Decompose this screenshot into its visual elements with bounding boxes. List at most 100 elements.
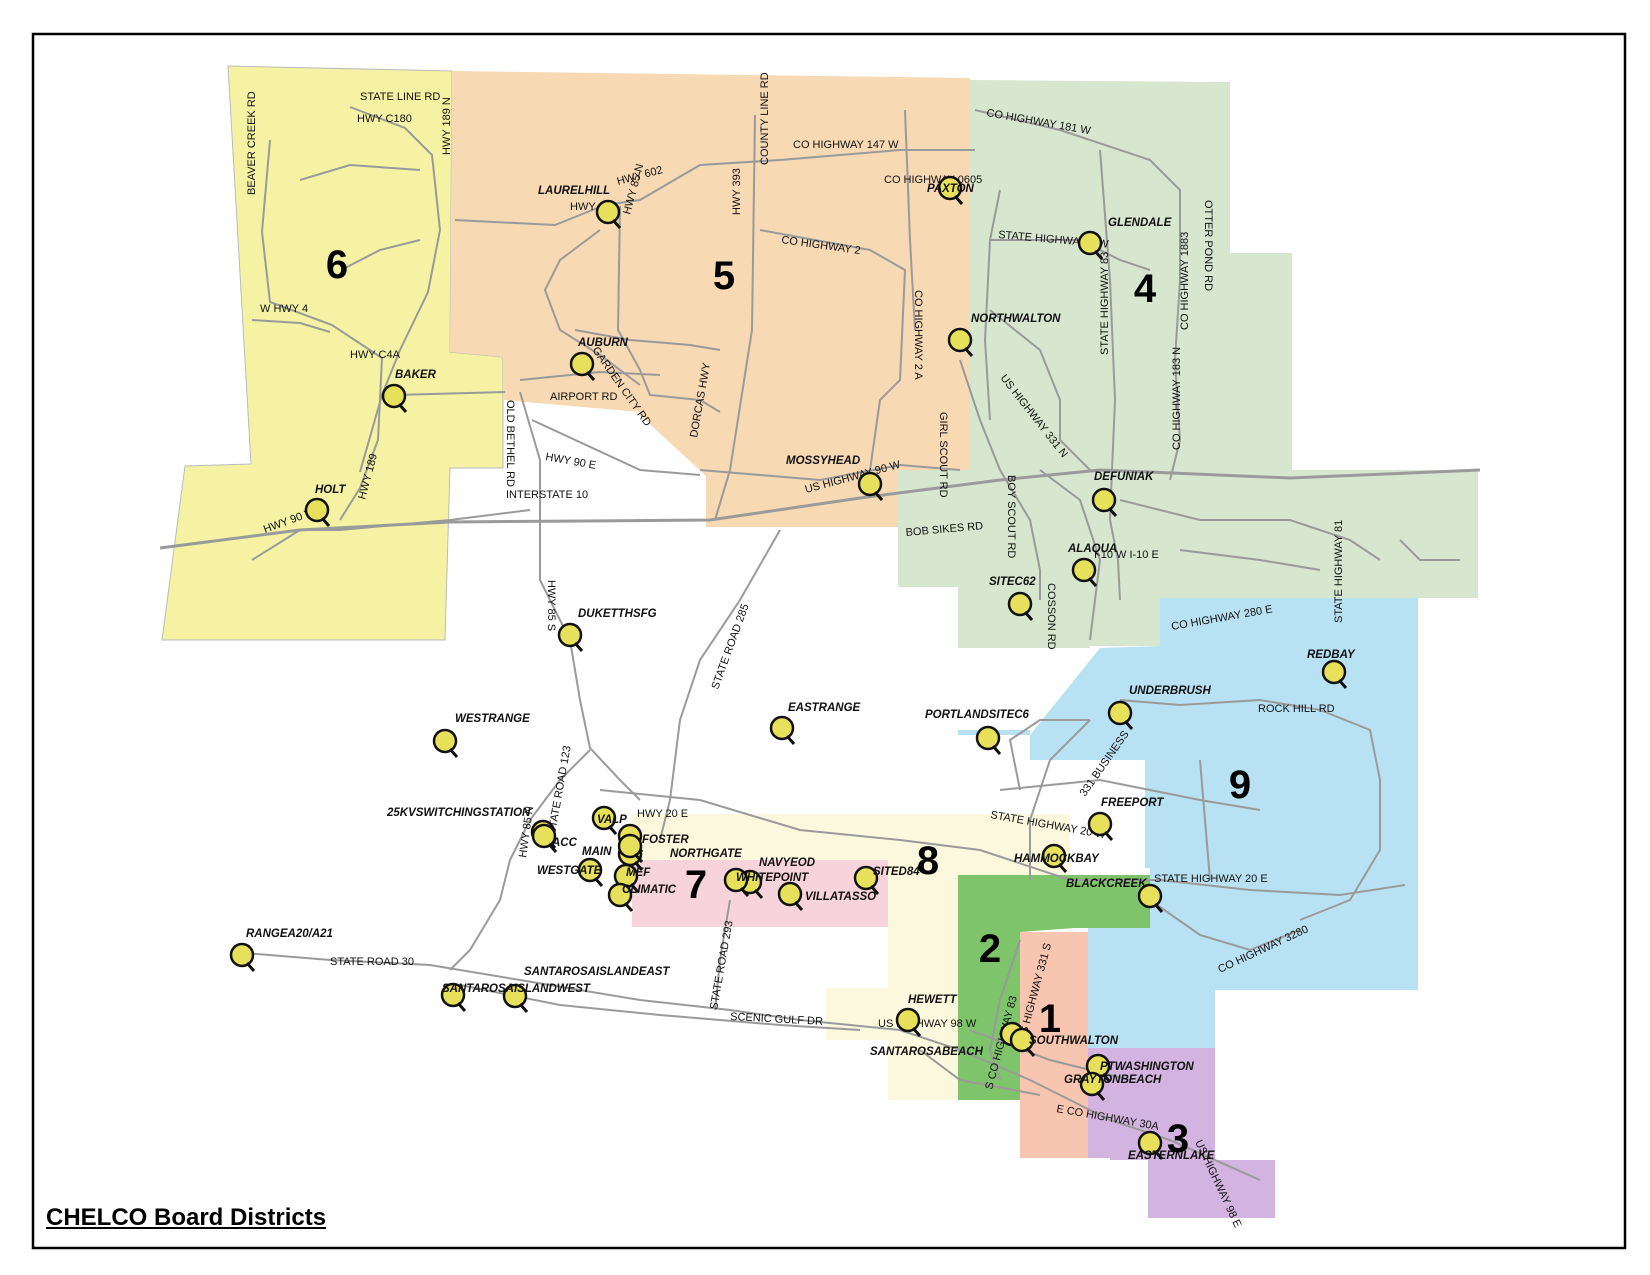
substation-marker[interactable]: BAKER [381, 369, 437, 413]
substation-marker[interactable]: GRAYTONBEACH [1064, 1071, 1162, 1101]
substation-icon-tail [1025, 1047, 1036, 1057]
substation-label: WHITEPOINT [736, 872, 809, 884]
substation-icon [947, 327, 973, 353]
substation-label: PAXTON [927, 183, 975, 195]
substation-icon-tail [1153, 903, 1164, 913]
substation-label: SANTAROSAISLANDWEST [442, 983, 591, 995]
district-5-area [450, 71, 970, 527]
substation-icon [577, 857, 603, 883]
substation-marker[interactable]: GLENDALE [1077, 217, 1172, 260]
road-label: SCENIC GULF DR [730, 1011, 823, 1028]
substation-marker[interactable]: LAURELHILL [538, 185, 622, 229]
substation-label: BAKER [395, 369, 437, 381]
substation-marker[interactable]: SANTAROSAISLANDEAST [502, 966, 670, 1013]
substation-marker[interactable]: UNDERBRUSH [1107, 685, 1211, 730]
substation-marker[interactable]: AUBURN [569, 337, 629, 381]
substation-marker[interactable]: MEF [613, 863, 651, 893]
substation-label: MAIN [582, 846, 612, 858]
substation-icon-tail [1095, 1091, 1106, 1101]
substation-label: SOUTHWALTON [1029, 1035, 1119, 1047]
substation-marker[interactable]: PORTLANDSITEC6 [925, 709, 1030, 755]
substation-marker[interactable]: EASTRANGE [769, 702, 861, 745]
substation-icon [1137, 883, 1163, 909]
substation-icon [502, 983, 528, 1009]
substation-marker[interactable]: ACC [531, 823, 578, 853]
substation-icon-tail [1087, 577, 1098, 587]
substation-label: ALAQUA [1067, 543, 1117, 555]
substation-label: MEF [626, 867, 651, 879]
substation-icon-tail [320, 517, 331, 527]
substation-marker[interactable]: PAXTON [927, 175, 975, 205]
substation-label: HOLT [315, 484, 346, 496]
substation-label: NAVYEOD [759, 857, 815, 869]
substation-label: PORTLANDSITEC6 [925, 709, 1030, 721]
road-label: CO HIGHWAY 183 N [1171, 347, 1183, 450]
substation-icon-tail [963, 347, 974, 357]
substation-marker[interactable]: HAMMOCKBAY [1014, 843, 1100, 873]
substation-icon-tail [911, 1027, 922, 1037]
substation-icon-tail [739, 887, 750, 897]
district-number-2: 2 [979, 927, 1001, 971]
district-number-4: 4 [1134, 267, 1157, 311]
substation-marker[interactable]: HEWETT [895, 994, 958, 1037]
substation-marker[interactable]: VALP [591, 805, 627, 835]
substation-icon-tail [573, 642, 584, 652]
substation-icon-tail [873, 491, 884, 501]
substation-marker[interactable]: SITEC62 [989, 576, 1036, 621]
substation-marker[interactable]: BLACKCREEK [1066, 878, 1164, 913]
substation-icon [1091, 487, 1117, 513]
substation-label: WESTRANGE [455, 713, 530, 725]
substation-marker[interactable]: ALAQUA [1067, 543, 1117, 587]
district-number-7: 7 [685, 863, 707, 907]
substation-marker[interactable]: FREEPORT [1087, 797, 1164, 841]
substation-icon-tail [1153, 1150, 1164, 1160]
road-label: STATE HIGHWAY 81 [1333, 520, 1345, 623]
district-number-8: 8 [917, 839, 939, 883]
substation-marker[interactable]: RANGEA20/A21 [229, 928, 333, 972]
substation-marker[interactable]: SOUTHWALTON [1009, 1027, 1119, 1057]
district-number-3: 3 [1167, 1117, 1189, 1161]
substation-icon [1007, 591, 1033, 617]
substation-label: HAMMOCKBAY [1014, 853, 1100, 865]
substation-label: FOSTER [642, 834, 689, 846]
road-label: HWY 20 E [637, 808, 688, 820]
substation-icon [432, 728, 458, 754]
substation-icon-tail [607, 825, 618, 835]
substation-marker[interactable]: DUKETTHSFG [557, 608, 657, 652]
substation-marker[interactable]: MOSSYHEAD [786, 455, 884, 501]
substation-label: VALP [597, 814, 627, 826]
district-9-area [958, 598, 1418, 1048]
substation-marker[interactable]: WESTRANGE [432, 713, 530, 758]
substation-label: GRAYTONBEACH [1064, 1074, 1162, 1086]
substation-label: NORTHGATE [670, 848, 742, 860]
substation-marker[interactable]: WHITEPOINT [723, 867, 809, 897]
substation-marker[interactable]: NORTHGATE [617, 833, 742, 863]
substation-marker[interactable]: WESTGATE [537, 857, 604, 887]
substation-icon-tail [1107, 507, 1118, 517]
substation-icon-tail [1103, 831, 1114, 841]
road-label: COUNTY LINE RD [759, 72, 771, 165]
substation-icon [607, 882, 633, 908]
substation-marker[interactable]: EASTERNLAKE [1128, 1130, 1215, 1162]
road-label: ROCK HILL RD [1258, 703, 1335, 715]
substation-label: MOSSYHEAD [786, 455, 860, 467]
road-label: HWY C180 [357, 113, 412, 125]
substation-marker[interactable]: SITED84 [853, 865, 920, 895]
substation-marker[interactable]: CLIMATIC [607, 882, 677, 912]
substation-label: GLENDALE [1108, 217, 1172, 229]
substation-marker[interactable]: VILLATASSO [777, 881, 876, 911]
road-label: STATE HIGHWAY 20 E [1154, 873, 1268, 885]
substation-marker[interactable]: SANTAROSAISLANDWEST [440, 982, 591, 1012]
road-label: AIRPORT RD [550, 391, 617, 403]
road-label: BOY SCOUT RD [1005, 475, 1017, 558]
substation-label: 25KVSWITCHINGSTATION [386, 807, 531, 819]
substation-icon [1079, 1071, 1105, 1097]
substation-marker[interactable]: DEFUNIAK [1091, 471, 1154, 517]
substation-marker[interactable]: HOLT [304, 484, 346, 527]
road-label: HWY 189 N [441, 97, 453, 155]
road-label: HWY C4A [350, 349, 401, 361]
substation-marker[interactable]: REDBAY [1307, 649, 1356, 689]
substation-marker[interactable]: NORTHWALTON [947, 313, 1061, 357]
road-label: I-10 W I-10 E [1094, 549, 1159, 561]
